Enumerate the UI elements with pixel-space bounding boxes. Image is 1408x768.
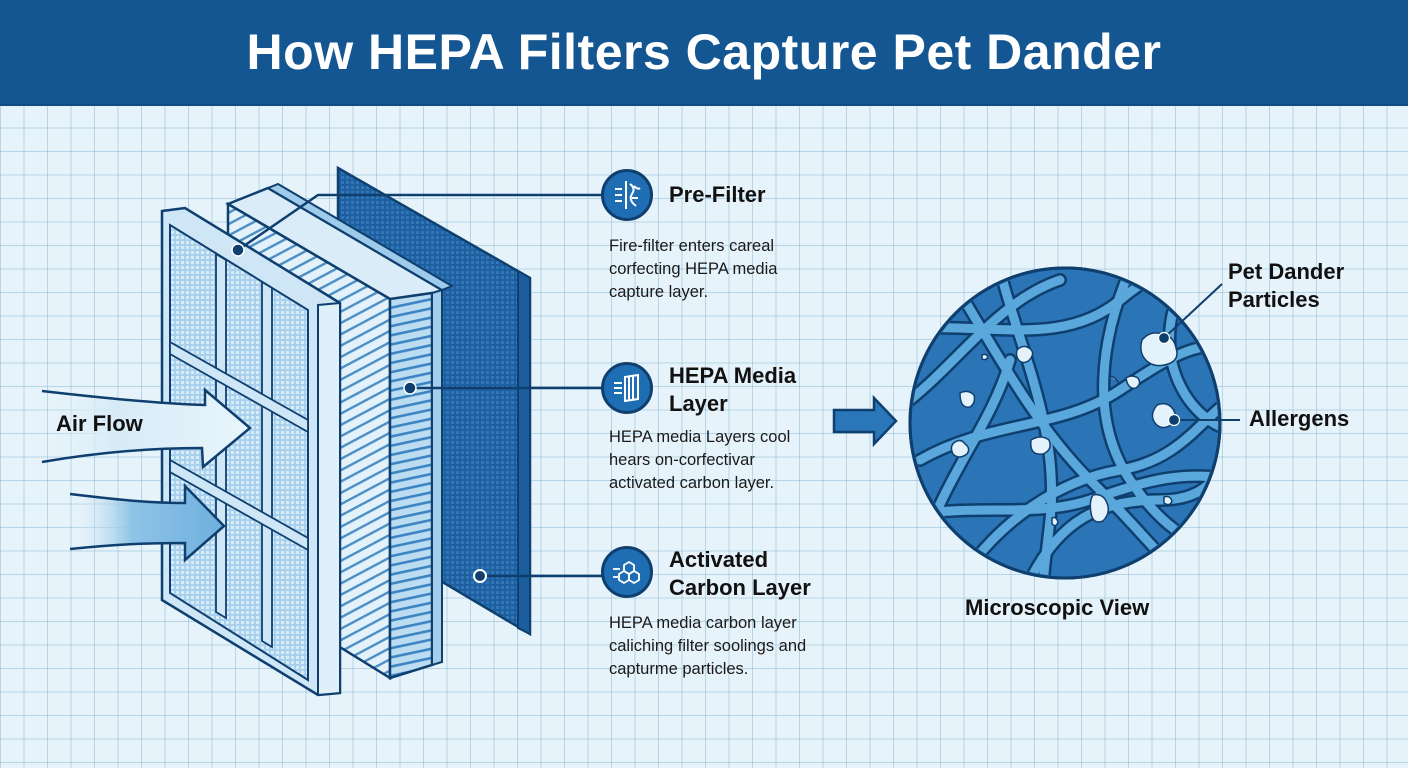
leader-lines xyxy=(237,193,602,578)
pet-dander-label: Pet Dander Particles xyxy=(1228,258,1344,314)
leader-dots xyxy=(231,243,487,583)
callout-desc-line: HEPA media Layers cool xyxy=(609,428,791,446)
page-title: How HEPA Filters Capture Pet Dander xyxy=(246,24,1162,80)
microscope-leaders xyxy=(1157,283,1240,427)
callout-desc-line: caliching filter soolings and xyxy=(609,637,807,655)
airflow-arrows xyxy=(41,387,252,563)
callout-title: Carbon Layer xyxy=(669,575,811,600)
callout-desc-line: capture layer. xyxy=(609,283,709,301)
allergens-label: Allergens xyxy=(1249,406,1350,431)
airflow-filter-icon xyxy=(601,169,653,221)
microscopic-view-caption: Microscopic View xyxy=(965,595,1150,620)
pet-dander-label-line: Particles xyxy=(1228,287,1320,312)
callout-desc-line: hears on-corfectivar xyxy=(609,451,755,469)
header-banner: How HEPA Filters Capture Pet Dander xyxy=(0,0,1408,106)
pleated-media-icon xyxy=(601,362,653,414)
pre-filter-frame xyxy=(160,206,342,697)
callout-pre-filter: Pre-Filter Fire-filter enters careal cor… xyxy=(601,169,841,309)
magnify-arrow xyxy=(832,394,898,448)
pet-dander-label-line: Pet Dander xyxy=(1228,259,1345,284)
callout-desc-line: HEPA media carbon layer xyxy=(609,614,797,632)
callout-desc-line: Fire-filter enters careal xyxy=(609,237,775,255)
callout-title: Pre-Filter xyxy=(669,182,766,207)
callout-desc-line: corfecting HEPA media xyxy=(609,260,778,278)
callout-title: Activated xyxy=(669,547,769,572)
hexagon-molecule-icon xyxy=(601,546,653,598)
callout-desc-line: activated carbon layer. xyxy=(609,474,775,492)
microscopic-view-circle xyxy=(908,266,1222,580)
callout-title: Layer xyxy=(669,391,728,416)
callout-title: HEPA Media xyxy=(669,363,797,388)
callout-activated-carbon: Activated Carbon Layer HEPA media carbon… xyxy=(601,546,861,686)
airflow-label: Air Flow xyxy=(56,411,143,436)
callout-hepa-media: HEPA Media Layer HEPA media Layers cool … xyxy=(601,362,841,502)
callout-desc-line: capturme particles. xyxy=(609,660,749,678)
